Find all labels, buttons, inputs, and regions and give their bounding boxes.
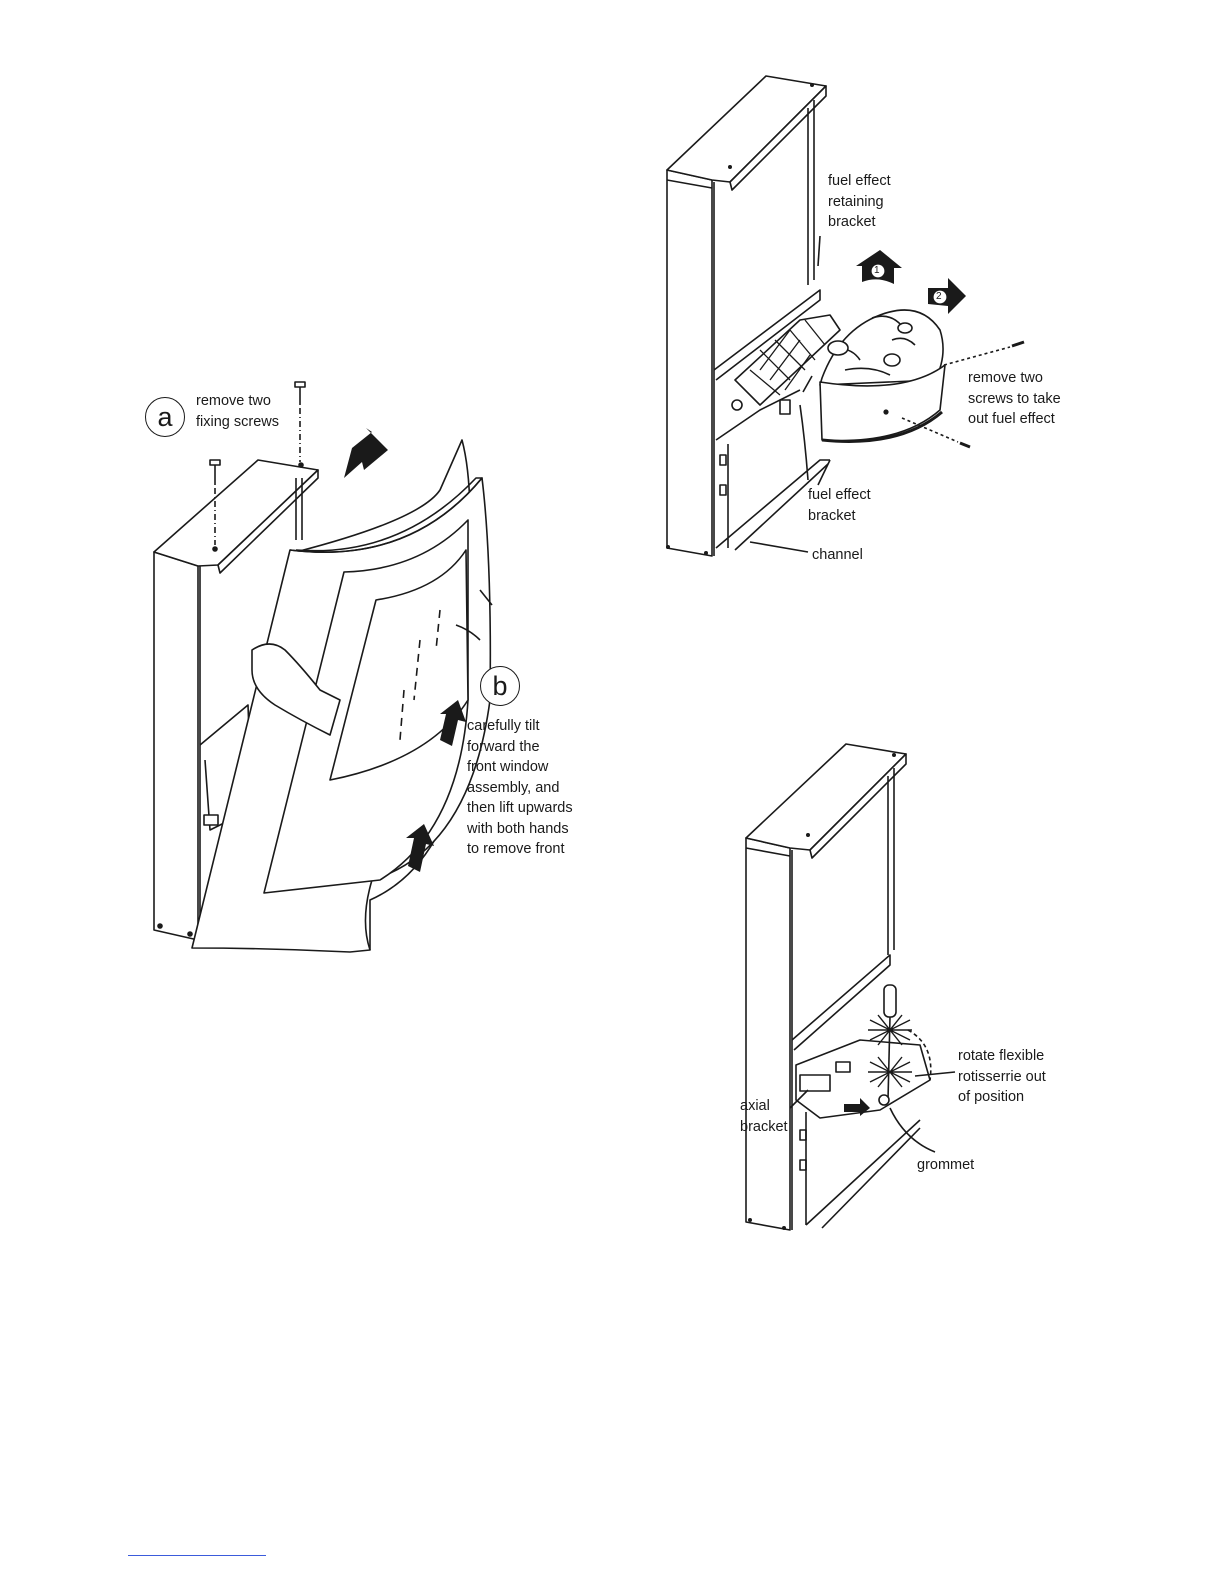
arrow-icon [344,428,388,478]
axial-bracket-label: axial bracket [740,1098,788,1135]
step-b-badge: b [480,666,520,706]
channel-label: channel [812,547,863,563]
step-a-text: remove two fixing screws [196,393,279,430]
arrow-2-number: 2 [936,291,942,302]
arrow-icon [406,824,434,872]
rotate-rotisserie-label: rotate flexible rotisserrie out of posit… [958,1048,1046,1105]
retaining-bracket-label: fuel effect retaining bracket [828,173,891,230]
footer-link-rule [128,1555,266,1556]
arrow-1-number: 1 [874,265,880,276]
step-a-letter: a [157,401,173,432]
step-b-letter: b [492,670,508,701]
step-b-text: carefully tilt forward the front window … [467,718,573,857]
remove-screws-label: remove two screws to take out fuel effec… [968,370,1061,427]
fuel-bracket-label: fuel effect bracket [808,487,871,524]
screw-icon [294,381,306,462]
step-a-badge: a [145,397,185,437]
screw-icon [209,459,221,545]
grommet-label: grommet [917,1157,975,1173]
arrow-icon [440,700,466,746]
